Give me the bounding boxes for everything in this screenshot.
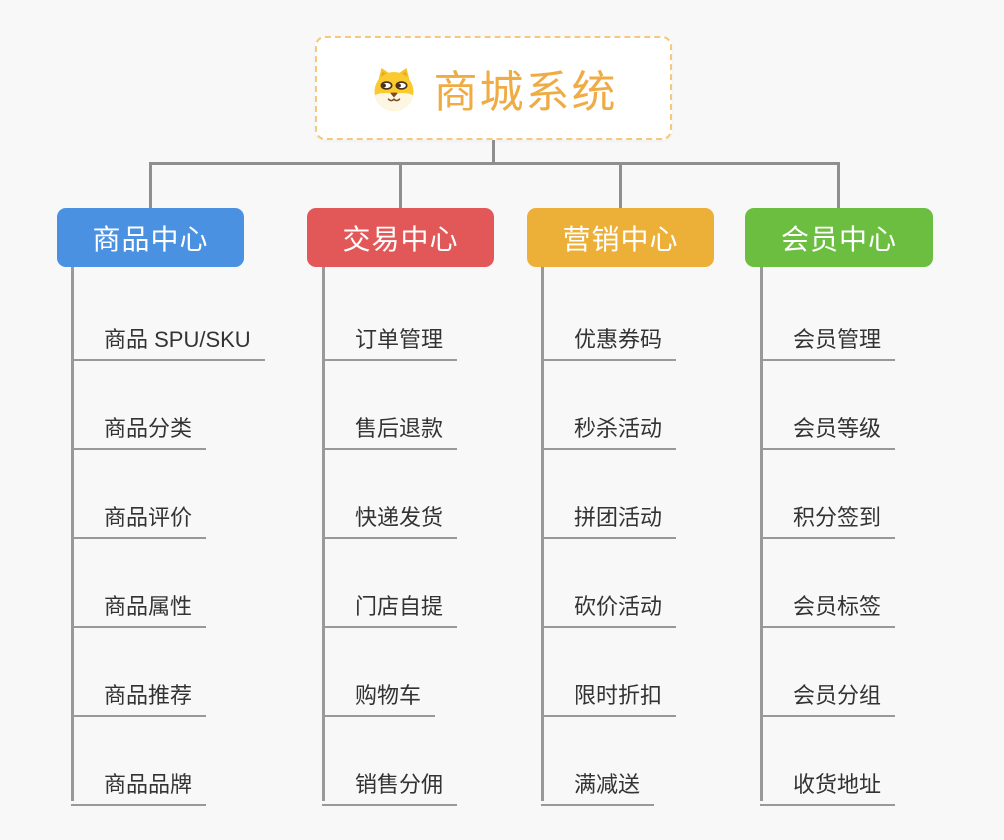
trunk-branch-1 xyxy=(71,267,74,801)
sub-topic[interactable]: 砍价活动 xyxy=(541,583,677,628)
sub-topic[interactable]: 收货地址 xyxy=(760,761,896,806)
connector-horizontal xyxy=(149,162,839,165)
sub-topic[interactable]: 会员等级 xyxy=(760,405,896,450)
sub-topic[interactable]: 快递发货 xyxy=(322,494,458,539)
sub-topic[interactable]: 拼团活动 xyxy=(541,494,677,539)
sub-topic[interactable]: 会员分组 xyxy=(760,672,896,717)
trunk-branch-3 xyxy=(541,267,544,801)
sub-topic[interactable]: 限时折扣 xyxy=(541,672,677,717)
sub-topic[interactable]: 优惠券码 xyxy=(541,316,677,361)
sub-topic[interactable]: 商品品牌 xyxy=(71,761,207,806)
connector-drop-branch-3 xyxy=(619,162,622,208)
sub-topic[interactable]: 会员管理 xyxy=(760,316,896,361)
sub-topic[interactable]: 秒杀活动 xyxy=(541,405,677,450)
connector-root-drop xyxy=(492,140,495,165)
shiba-dog-icon xyxy=(374,68,413,111)
sub-topic[interactable]: 满减送 xyxy=(541,761,655,806)
sub-topic[interactable]: 订单管理 xyxy=(322,316,458,361)
sub-topic[interactable]: 门店自提 xyxy=(322,583,458,628)
connector-drop-branch-4 xyxy=(837,162,840,208)
sub-topic[interactable]: 商品推荐 xyxy=(71,672,207,717)
sub-topic[interactable]: 销售分佣 xyxy=(322,761,458,806)
sub-topic[interactable]: 售后退款 xyxy=(322,405,458,450)
trunk-branch-2 xyxy=(322,267,325,801)
sub-topic[interactable]: 商品属性 xyxy=(71,583,207,628)
sub-topic[interactable]: 积分签到 xyxy=(760,494,896,539)
sub-topic[interactable]: 购物车 xyxy=(322,672,436,717)
sub-topic[interactable]: 商品分类 xyxy=(71,405,207,450)
root-node[interactable]: 商城系统 xyxy=(315,36,672,140)
connector-drop-branch-1 xyxy=(149,162,152,208)
sub-topic[interactable]: 商品 SPU/SKU xyxy=(71,316,265,361)
branch-product-center[interactable]: 商品中心 xyxy=(57,208,244,267)
branch-member-center[interactable]: 会员中心 xyxy=(745,208,933,267)
sub-topic[interactable]: 商品评价 xyxy=(71,494,207,539)
root-title: 商城系统 xyxy=(433,68,618,117)
branch-marketing-center[interactable]: 营销中心 xyxy=(527,208,714,267)
trunk-branch-4 xyxy=(760,267,763,801)
sub-topic[interactable]: 会员标签 xyxy=(760,583,896,628)
connector-drop-branch-2 xyxy=(399,162,402,208)
branch-trade-center[interactable]: 交易中心 xyxy=(307,208,494,267)
